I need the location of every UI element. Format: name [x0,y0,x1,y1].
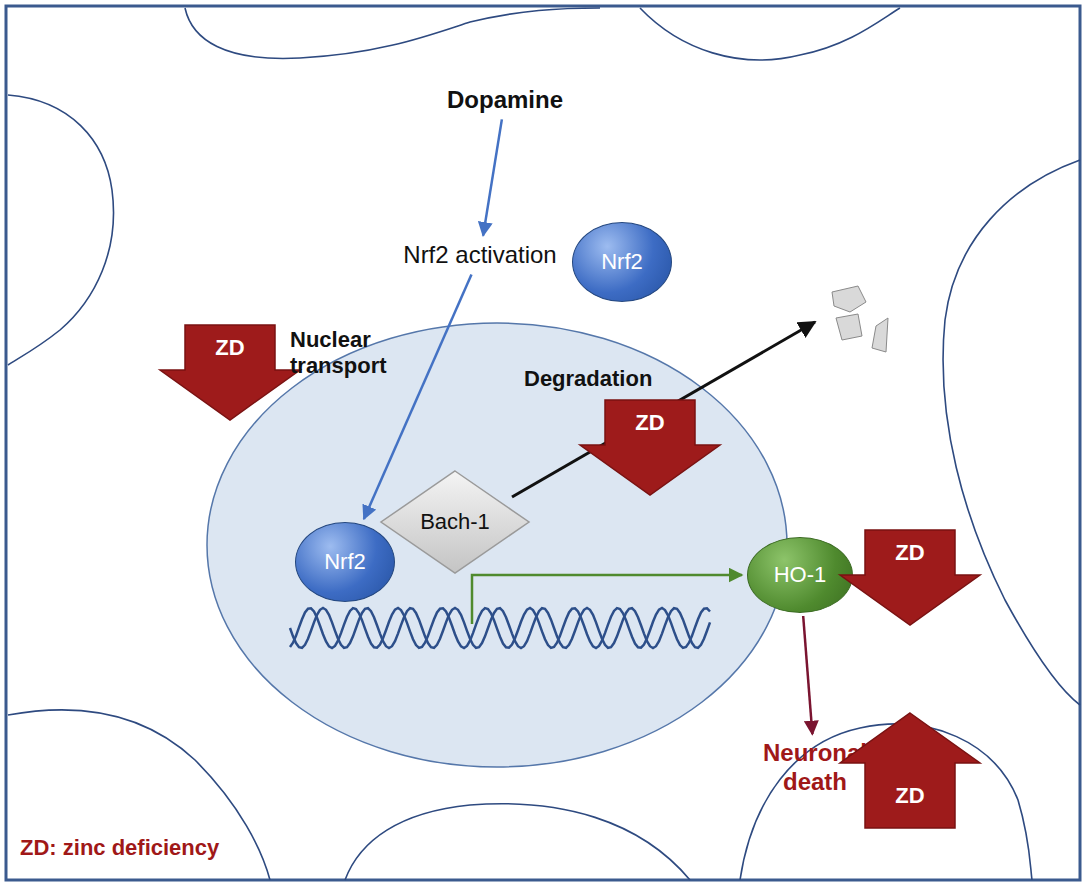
shape-path [580,400,720,495]
shape-path [840,713,980,828]
process-label: Nrf2 activation [400,239,559,272]
dna-strand [290,608,710,648]
zd-arrow: ZD [580,400,720,495]
shape-text: ZD [215,335,244,361]
node-text: Nrf2 activation [403,241,556,270]
shape-path [840,530,980,625]
block-arrow [840,713,980,828]
ho1-enzyme: HO-1 [747,537,853,613]
dna-strand [290,608,710,648]
legend-note: ZD: zinc deficiency [20,835,219,861]
stimulus-label: Dopamine [444,84,566,117]
protein-fragments [832,286,888,352]
shape-path [160,325,300,420]
shape-text: Bach-1 [420,509,490,535]
shape-text: ZD [895,540,924,566]
shape-text: ZD [895,783,924,809]
nrf2-protein: Nrf2 [295,522,395,602]
shape-path [381,471,529,573]
zd-arrow: ZD [840,530,980,625]
transcription-arrow [472,575,742,624]
bach1-protein: Bach-1 [380,470,530,574]
shape-text: Nrf2 [601,249,643,275]
frame [6,6,1080,880]
degradation-arrow [512,322,815,497]
nrf2-protein: Nrf2 [572,222,672,302]
connector-arrow [803,616,812,734]
process-label: Degradation [524,366,652,392]
zd-arrow: ZD [840,713,980,828]
shape-text: ZD [635,410,664,436]
zd-arrow: ZD [160,325,300,420]
node-text: Dopamine [447,86,563,115]
cell-outlines [8,8,1080,880]
node-text: Neuronal death [755,739,875,797]
shape-text: HO-1 [774,562,827,588]
dna-helix [290,608,710,648]
outcome-label: Neuronal death [752,737,878,799]
shape-text: Nrf2 [324,549,366,575]
process-label: Nuclear transport [290,327,402,380]
connector-arrow [483,119,502,235]
